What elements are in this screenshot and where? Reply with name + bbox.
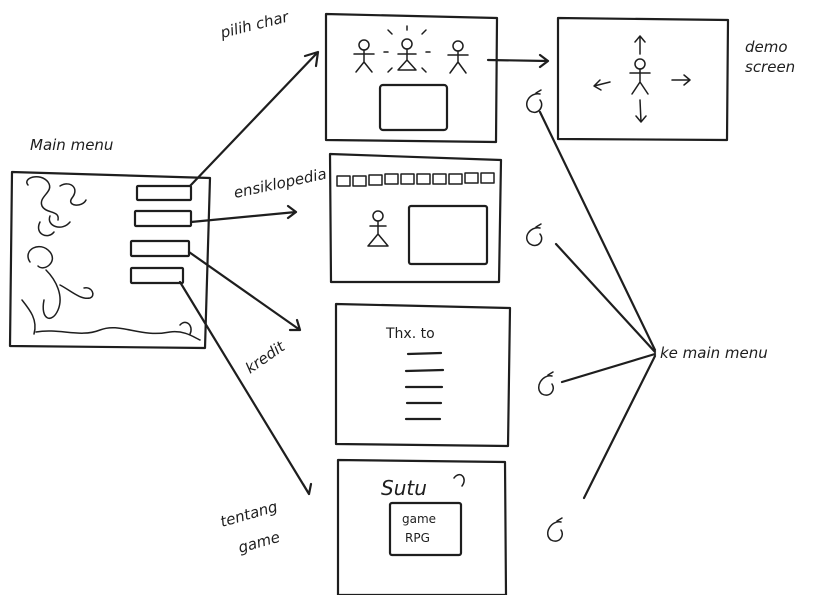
menu-button-kredit[interactable] (129, 239, 191, 258)
label-demo-screen-2: screen (745, 58, 795, 76)
ensiklopedia-character (367, 210, 389, 247)
kredit-title: Thx. to (385, 326, 435, 342)
menu-button-pilih-char[interactable] (135, 184, 193, 202)
tentang-game-screen: Sutu game RPG (336, 458, 508, 595)
ensiklopedia-screen (328, 152, 503, 284)
menu-button-ensiklopedia[interactable] (133, 209, 193, 228)
return-icon (526, 223, 543, 247)
demo-screen (556, 16, 730, 142)
character-info-panel (378, 83, 449, 132)
arrow-to-pilih-char (188, 50, 320, 188)
return-icon (538, 371, 554, 396)
menu-button-tentang-game[interactable] (129, 266, 185, 285)
label-kredit: kredit (242, 337, 289, 377)
kredit-text-lines (404, 351, 445, 421)
return-icons (526, 89, 563, 542)
label-demo-screen-1: demo (745, 38, 788, 56)
return-lines (538, 110, 657, 500)
return-icon (526, 89, 543, 113)
arrow-to-ensiklopedia (189, 204, 298, 224)
label-tentang-game-1: tentang (218, 497, 279, 530)
demo-character (629, 58, 651, 95)
label-tentang-game-2: game (236, 528, 282, 557)
main-menu-buttons (129, 184, 193, 285)
return-icon (547, 517, 563, 542)
navigation-arrows (178, 50, 550, 496)
tentang-game-line2: RPG (405, 531, 430, 545)
ensiklopedia-tabs (336, 172, 495, 187)
direction-arrows (593, 35, 691, 123)
label-ensiklopedia: ensiklopedia (232, 165, 328, 202)
kredit-screen: Thx. to (334, 302, 512, 448)
ensiklopedia-info-panel (407, 204, 489, 266)
label-main-menu: Main menu (30, 136, 113, 154)
main-menu-screen (8, 170, 212, 350)
character-figure-selected (383, 25, 431, 73)
character-figure-3 (447, 40, 469, 74)
tentang-game-logo: Sutu (381, 476, 427, 500)
arrow-to-tentang-game (178, 280, 313, 496)
tentang-game-line1: game (402, 512, 436, 526)
arrow-to-kredit (187, 250, 302, 332)
arrow-to-demo-screen (486, 53, 550, 69)
label-pilih-char: pilih char (218, 7, 291, 42)
main-menu-illustration (21, 245, 201, 341)
tentang-game-info-box (388, 501, 463, 557)
character-figure-1 (353, 39, 375, 73)
pilih-char-screen (324, 12, 499, 144)
label-ke-main-menu: ke main menu (660, 344, 768, 362)
main-menu-logo (26, 175, 87, 237)
